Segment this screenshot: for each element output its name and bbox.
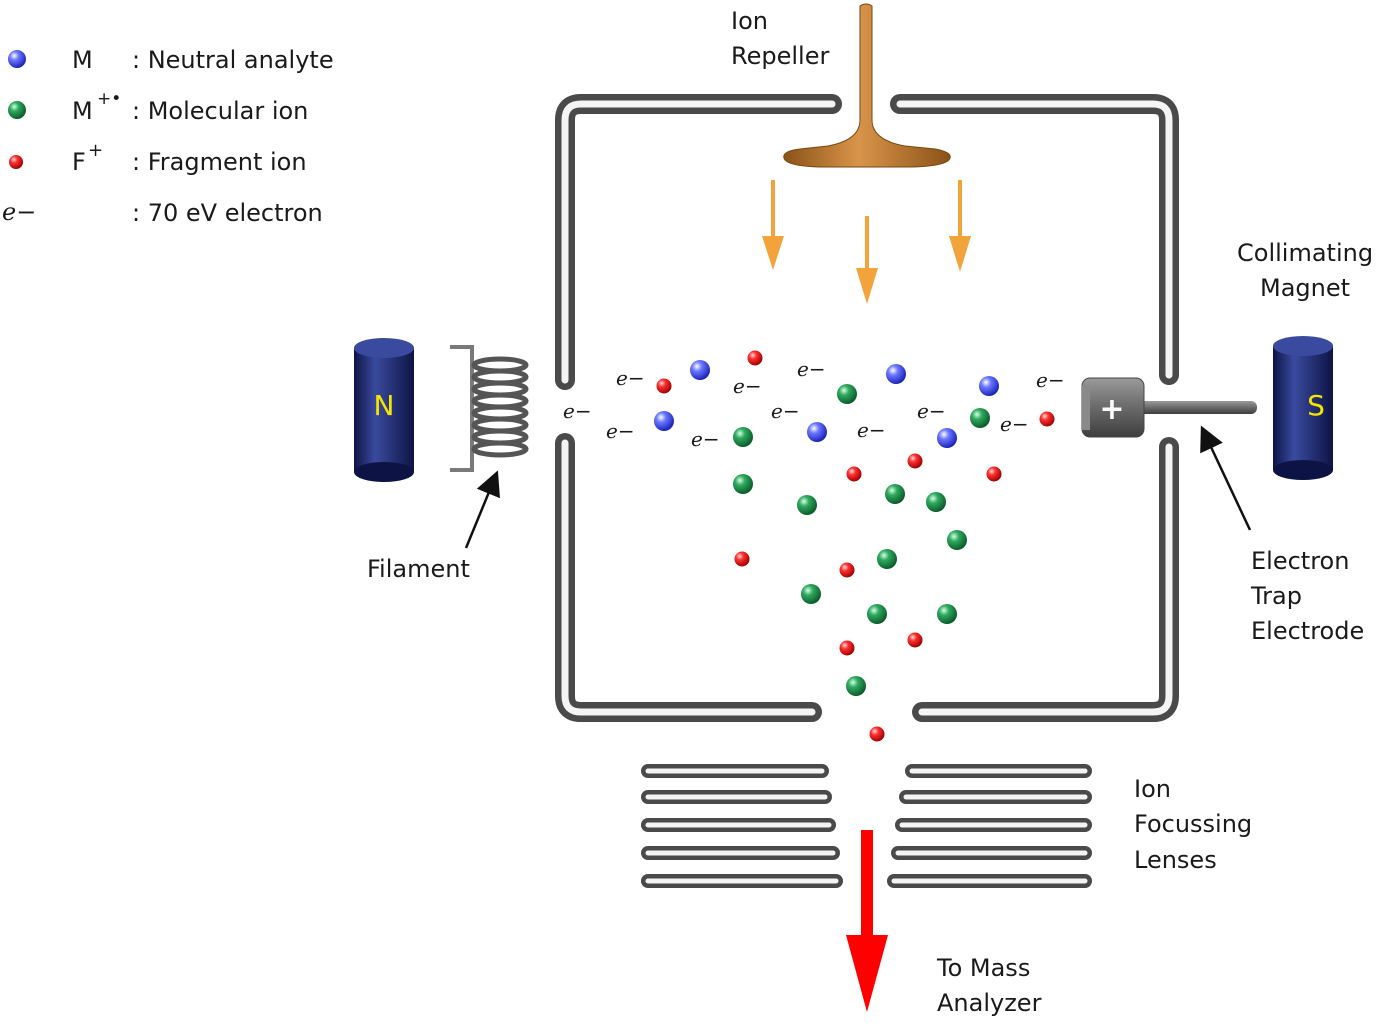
electron-trap-label-line2: Trap	[1250, 582, 1302, 610]
molecular-ion-particle	[947, 530, 967, 550]
legend-item-electron: e− : 70 eV electron	[2, 198, 323, 227]
fragment-ion-particle	[986, 466, 1002, 482]
collimating-magnet-label-line2: Magnet	[1260, 274, 1350, 302]
trap-pointer-arrow	[1200, 425, 1252, 531]
to-mass-analyzer-label-line1: To Mass	[936, 954, 1030, 982]
fragment-ion-particle	[907, 632, 923, 648]
chamber-wall-top-left	[555, 94, 842, 390]
repeller-field-arrows	[762, 180, 971, 304]
electron-label: e−	[797, 357, 826, 381]
repeller-arrow	[856, 216, 878, 304]
ionization-chamber	[555, 94, 1179, 722]
molecular-ion-particle	[837, 384, 857, 404]
electron-label: e−	[563, 399, 592, 423]
fragment-ion-particle	[734, 551, 750, 567]
electron-label: e−	[1036, 368, 1065, 392]
legend-superscript: +	[88, 140, 103, 161]
legend-desc: : Molecular ion	[132, 97, 308, 125]
electron-label: e−	[857, 418, 886, 442]
filament-label: Filament	[367, 555, 470, 583]
fragment-ion-particle	[1039, 411, 1055, 427]
legend-desc: : Fragment ion	[132, 148, 307, 176]
electron-label: e−	[616, 366, 645, 390]
legend-symbol: M	[72, 46, 93, 74]
molecular-ion-particle	[885, 484, 905, 504]
legend: M : Neutral analyte M +• : Molecular ion…	[2, 46, 334, 227]
neutral-analyte-particle	[690, 360, 710, 380]
ion-lenses-label-line3: Lenses	[1134, 846, 1217, 874]
neutral-analyte-particle	[886, 364, 906, 384]
molecular-ion-particle	[797, 495, 817, 515]
legend-item-fragment-ion: F + : Fragment ion	[9, 140, 307, 176]
neutral-analyte-icon	[8, 50, 26, 68]
legend-symbol: F	[72, 148, 86, 176]
south-pole-label: S	[1307, 389, 1325, 422]
ion-repeller-label-line2: Repeller	[731, 42, 829, 70]
electron-label: e−	[733, 374, 762, 398]
neutral-analyte-particle	[979, 376, 999, 396]
north-pole-label: N	[374, 389, 395, 422]
legend-desc: : Neutral analyte	[132, 46, 334, 74]
electron-label: e−	[1000, 412, 1029, 436]
neutral-analyte-particle	[937, 428, 957, 448]
repeller-arrow	[949, 180, 971, 272]
collimating-magnet-label-line1: Collimating	[1237, 239, 1373, 267]
molecular-ion-particle	[846, 676, 866, 696]
fragment-ion-particle	[869, 726, 885, 742]
electron-label: e−	[691, 427, 720, 451]
electron-trap-label-line3: Electrode	[1251, 617, 1364, 645]
legend-item-molecular-ion: M +• : Molecular ion	[8, 89, 308, 125]
molecular-ion-particle	[801, 584, 821, 604]
chamber-wall-top-right	[890, 94, 1179, 385]
chamber-wall-bottom-left	[555, 433, 822, 722]
electrons: e− e− e− e− e− e− e− e− e− e− e−	[563, 357, 1065, 451]
molecular-ion-particle	[733, 427, 753, 447]
neutral-analyte-particle	[807, 422, 827, 442]
electron-label: e−	[771, 399, 800, 423]
filament-pointer-arrow	[464, 470, 500, 549]
to-mass-analyzer-label-line2: Analyzer	[937, 989, 1042, 1017]
fragment-ion-particle	[846, 466, 862, 482]
ion-repeller-label-line1: Ion	[731, 7, 768, 35]
legend-item-neutral: M : Neutral analyte	[8, 46, 334, 74]
filament-coil-loop	[471, 440, 529, 458]
legend-symbol: M	[72, 97, 93, 125]
molecular-ion-particle	[926, 492, 946, 512]
legend-superscript: +•	[97, 89, 121, 109]
filament	[450, 345, 529, 472]
molecular-ion-particle	[970, 408, 990, 428]
legend-desc: : 70 eV electron	[132, 199, 323, 227]
particles	[654, 350, 1055, 742]
north-magnet: N	[354, 338, 414, 482]
electron-trap-label-line1: Electron	[1251, 547, 1349, 575]
fragment-ion-particle	[747, 350, 763, 366]
ion-lenses-label-line1: Ion	[1134, 775, 1171, 803]
fragment-ion-particle	[839, 640, 855, 656]
chamber-wall-bottom-right	[912, 437, 1179, 722]
molecular-ion-particle	[877, 549, 897, 569]
molecular-ion-particle	[937, 604, 957, 624]
molecular-ion-particle	[733, 474, 753, 494]
to-mass-analyzer-arrow	[846, 830, 888, 1012]
fragment-ion-icon	[9, 155, 23, 169]
legend-symbol: e−	[2, 198, 36, 226]
electron-trap-electrode: +	[1081, 377, 1257, 438]
ion-repeller	[783, 3, 951, 168]
trap-plus-sign: +	[1099, 392, 1124, 427]
fragment-ion-particle	[839, 562, 855, 578]
fragment-ion-particle	[656, 378, 672, 394]
repeller-arrow	[762, 180, 784, 270]
neutral-analyte-particle	[654, 411, 674, 431]
molecular-ion-icon	[8, 101, 26, 119]
fragment-ion-particle	[907, 453, 923, 469]
molecular-ion-particle	[867, 604, 887, 624]
ion-focussing-lenses	[641, 764, 1092, 888]
south-magnet: S	[1273, 336, 1333, 480]
ion-lenses-label-line2: Focussing	[1134, 810, 1252, 838]
electron-label: e−	[606, 419, 635, 443]
electron-label: e−	[917, 399, 946, 423]
